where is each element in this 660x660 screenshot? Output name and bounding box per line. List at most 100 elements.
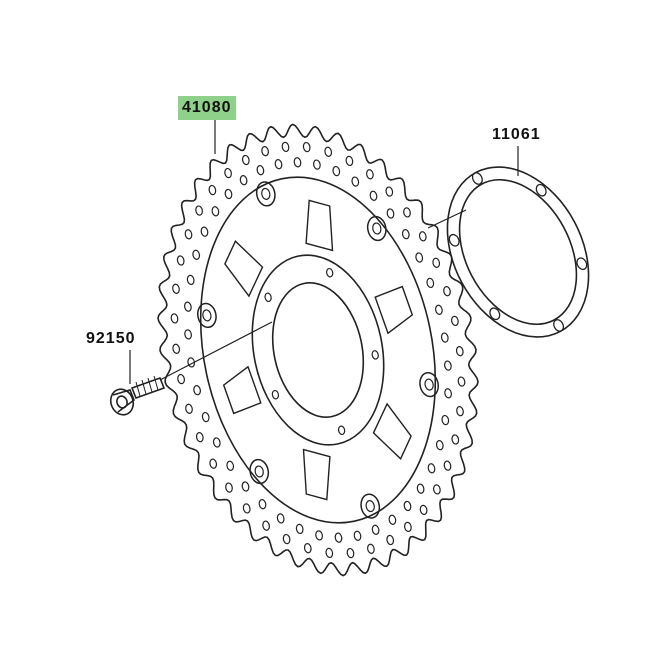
floating-boss <box>249 458 270 485</box>
drill-hole <box>401 229 410 240</box>
drill-hole <box>444 388 452 399</box>
drill-hole <box>403 207 411 218</box>
drill-hole <box>324 146 333 157</box>
shim-hole <box>448 233 460 247</box>
drill-hole <box>242 503 251 514</box>
spoke-slot <box>222 365 262 415</box>
drill-hole <box>192 249 201 260</box>
drill-hole <box>185 403 193 414</box>
drill-hole <box>351 176 360 187</box>
drill-hole <box>293 157 302 168</box>
drill-hole <box>241 481 250 492</box>
drill-hole <box>443 286 451 297</box>
part-number-11061: 11061 <box>492 126 541 143</box>
shim-ring-11061 <box>446 166 590 338</box>
spoke-slot <box>374 285 414 335</box>
hub-hole <box>326 267 334 278</box>
shim-hole <box>535 183 547 197</box>
drill-hole <box>346 547 355 559</box>
drill-hole <box>353 530 362 541</box>
drill-hole <box>441 414 450 426</box>
drill-hole <box>200 226 209 237</box>
boss-rivet <box>365 500 375 513</box>
drill-hole <box>195 432 204 443</box>
drill-hole <box>241 154 250 166</box>
drill-hole <box>416 483 425 494</box>
drill-hole <box>226 460 235 471</box>
brake-disc-41080 <box>157 123 479 577</box>
floating-boss <box>366 215 387 242</box>
spoke-slot <box>305 199 334 252</box>
drill-hole <box>184 229 193 240</box>
hub-hole <box>371 350 379 360</box>
drill-hole <box>262 520 270 531</box>
shim-hole <box>553 319 565 332</box>
drill-hole <box>303 543 312 554</box>
drill-hole <box>176 255 185 266</box>
hub-hole <box>337 425 346 436</box>
drill-hole <box>313 159 321 170</box>
part-number-92150: 92150 <box>86 330 136 347</box>
drill-hole <box>195 205 203 216</box>
drill-hole <box>302 141 311 153</box>
drill-hole <box>388 514 397 525</box>
drill-hole <box>225 482 233 493</box>
drill-hole <box>239 175 248 186</box>
drill-hole <box>186 274 195 286</box>
drill-hole <box>172 283 180 294</box>
drill-hole <box>433 484 441 495</box>
drill-hole <box>367 543 375 554</box>
drill-hole <box>332 165 341 177</box>
drill-hole <box>385 186 394 197</box>
boss-rivet <box>424 378 434 391</box>
drill-hole <box>451 434 460 445</box>
spoke-slot <box>224 240 264 298</box>
part-number-41080: 41080 <box>178 96 236 120</box>
hub-hole <box>264 292 272 303</box>
drill-hole <box>177 373 185 385</box>
shim-hole <box>576 257 588 271</box>
drill-hole <box>386 208 395 219</box>
boss-rivet <box>202 309 212 322</box>
bolt-92150 <box>109 375 166 416</box>
spoke-slot <box>372 402 412 460</box>
drill-hole <box>345 155 354 167</box>
floating-boss <box>255 181 276 207</box>
drill-hole <box>369 190 378 201</box>
drill-hole <box>440 332 449 343</box>
drill-hole <box>274 159 283 170</box>
drill-hole <box>443 460 452 471</box>
drill-hole <box>404 521 412 533</box>
spoke-slot <box>302 448 331 501</box>
drill-hole <box>256 165 265 176</box>
drill-hole <box>426 277 435 289</box>
drill-hole <box>211 206 220 217</box>
boss-rivet <box>261 187 271 200</box>
drill-hole <box>258 499 267 510</box>
drill-hole <box>451 315 459 327</box>
shim-hole <box>471 172 483 185</box>
drill-hole <box>282 533 291 545</box>
drill-hole <box>209 458 218 469</box>
floating-boss <box>196 302 217 329</box>
drill-hole <box>276 513 285 524</box>
drill-hole <box>415 252 424 263</box>
drill-hole <box>295 523 304 535</box>
drill-hole <box>427 463 436 474</box>
drill-hole <box>418 231 427 242</box>
drill-hole <box>371 524 380 535</box>
drill-hole <box>201 411 210 423</box>
drill-hole <box>457 376 466 387</box>
floating-boss <box>360 493 381 519</box>
drill-hole <box>456 406 464 417</box>
drill-hole <box>224 188 233 200</box>
shim-hole <box>489 307 501 321</box>
drill-hole <box>419 504 428 516</box>
leader-lines <box>129 120 519 384</box>
floating-boss <box>419 371 440 398</box>
drill-hole <box>435 304 443 315</box>
drill-hole <box>172 343 181 354</box>
drill-hole <box>281 141 290 153</box>
drill-hole <box>325 547 334 559</box>
